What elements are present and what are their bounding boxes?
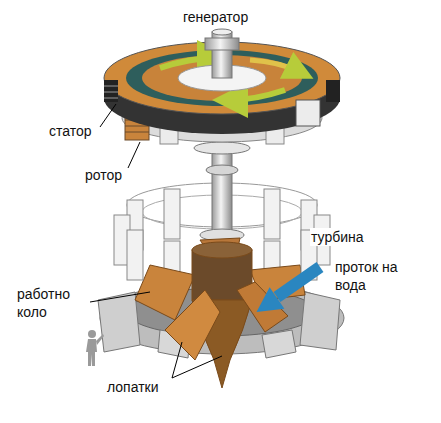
flange: [194, 142, 250, 154]
component-label: ротор: [84, 166, 123, 184]
flange: [206, 165, 238, 175]
component-label: генератор: [182, 8, 249, 26]
person-silhouette: [86, 330, 104, 366]
leader-lines: [90, 104, 222, 378]
wicket-gates-front: [114, 215, 330, 280]
component-label: лопатки: [106, 378, 160, 396]
component-label: работно коло: [16, 285, 90, 321]
component-label: статор: [48, 122, 93, 140]
flow-label: проток на вода: [334, 258, 400, 294]
shaft-cap: [205, 38, 239, 50]
shaft-cap: [212, 29, 232, 35]
water-flow-arrow: [257, 267, 321, 312]
runner: [135, 238, 305, 388]
component-label: турбина: [310, 228, 365, 246]
